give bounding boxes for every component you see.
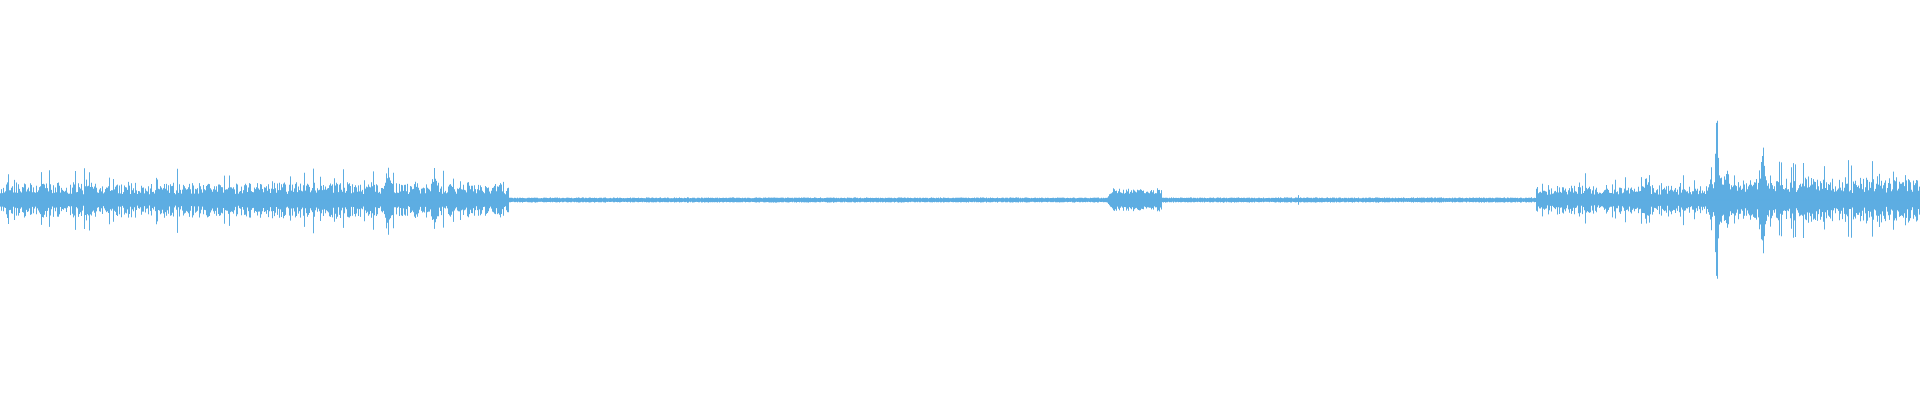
- waveform-peaks: [0, 120, 1920, 279]
